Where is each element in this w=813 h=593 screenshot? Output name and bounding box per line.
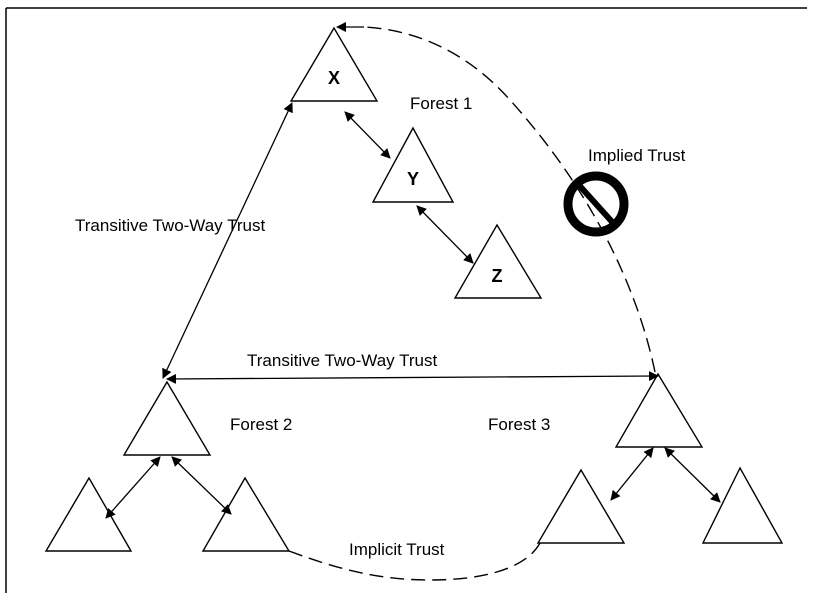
trust-arrow-forest2-left [105, 456, 161, 519]
trust-arrow-forest3-right [664, 447, 721, 503]
triangle-node-y [371, 126, 455, 203]
trust-arrow-forest2-right [171, 456, 232, 515]
node-label-y: Y [407, 169, 419, 189]
transitive-trust-vertical-label: Transitive Two-Way Trust [75, 216, 265, 235]
trust-arrow-x-y [344, 111, 391, 159]
triangle-forest3-child-left [536, 468, 626, 544]
implicit-trust-label: Implicit Trust [349, 540, 445, 559]
forest3-label: Forest 3 [488, 415, 550, 434]
implied-trust-dashed-curve [363, 26, 656, 373]
triangle-forest2-root [122, 380, 212, 456]
triangle-node-z [453, 223, 543, 299]
trust-arrow-forest1-forest2 [162, 102, 293, 379]
implicit-trust-dashed-curve [288, 542, 541, 581]
forest1-label: Forest 1 [410, 94, 472, 113]
triangle-forest3-root [614, 372, 704, 448]
node-label-z: Z [492, 266, 503, 286]
prohibited-icon [563, 171, 629, 237]
implied-trust-label: Implied Trust [588, 146, 686, 165]
node-label-x: X [328, 68, 340, 88]
trust-arrow-forest3-left [610, 447, 654, 501]
triangle-forest2-child-left [44, 476, 133, 552]
implied-trust-arrowhead [336, 22, 346, 32]
transitive-trust-horizontal-label: Transitive Two-Way Trust [247, 351, 437, 370]
triangle-node-x [289, 26, 379, 102]
triangle-forest2-child-right [201, 476, 291, 552]
trust-arrow-y-z [416, 205, 474, 264]
trust-arrow-forest2-forest3 [166, 371, 659, 384]
triangle-forest3-child-right [701, 466, 784, 544]
forest2-label: Forest 2 [230, 415, 292, 434]
